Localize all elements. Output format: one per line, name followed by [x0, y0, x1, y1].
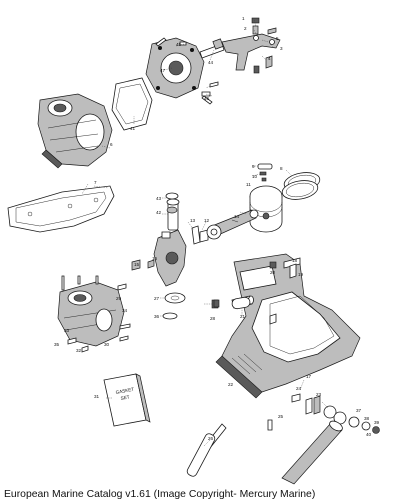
callout-32: 32: [76, 348, 82, 353]
callout-15: 15: [134, 262, 140, 267]
exhaust-housing: [215, 253, 361, 399]
callout-29: 29: [116, 296, 122, 301]
callout-6: 6: [110, 142, 113, 147]
callout-40: 40: [366, 432, 372, 437]
callout-34: 34: [122, 308, 128, 313]
gasket-set-box: GASKET SET: [103, 373, 151, 427]
callout-35: 35: [54, 342, 60, 347]
callout-30: 30: [104, 342, 110, 347]
callout-5: 5: [276, 36, 279, 41]
callout-23: 23: [316, 392, 322, 397]
callout-9: 9: [252, 164, 255, 169]
gasket-set-label-1: GASKET: [115, 386, 134, 395]
callout-14: 14: [234, 214, 240, 219]
callout-42: 42: [156, 210, 162, 215]
callout-12: 12: [204, 218, 210, 223]
callout-45: 45: [176, 42, 182, 47]
callout-20: 20: [270, 270, 276, 275]
callout-25: 25: [278, 414, 284, 419]
callout-44: 44: [208, 60, 214, 65]
callout-28: 28: [210, 316, 216, 321]
callout-22: 22: [228, 382, 234, 387]
callout-26: 26: [208, 436, 214, 441]
callout-7: 7: [94, 180, 97, 185]
long-tubes: [186, 420, 343, 485]
callout-41: 41: [130, 126, 136, 131]
cylinder-block: [37, 93, 113, 169]
cylinder-head-cover: [145, 37, 205, 99]
base-gasket: [7, 185, 115, 233]
washers-center: [162, 292, 186, 320]
connecting-rod: [206, 209, 259, 240]
callout-37: 37: [356, 408, 362, 413]
drive-shaft-parts: [267, 393, 380, 434]
spark-plug: [199, 38, 225, 59]
callout-33: 33: [64, 328, 70, 333]
callout-4: 4: [268, 56, 271, 61]
callout-27: 27: [154, 296, 160, 301]
piston-rings: [281, 172, 321, 200]
lower-crankcase-hardware: [61, 275, 131, 353]
piston: [249, 185, 283, 233]
callout-11: 11: [246, 182, 251, 187]
leader-lines: [81, 19, 329, 447]
callout-18: 18: [292, 258, 298, 263]
gasket-set-label-2: SET: [120, 394, 130, 401]
seal-and-bearings: [131, 192, 209, 271]
callout-3: 3: [280, 46, 283, 51]
image-caption: European Marine Catalog v1.61 (Image Cop…: [4, 489, 316, 500]
callout-43: 43: [156, 196, 162, 201]
callout-10: 10: [252, 174, 258, 179]
callout-31: 31: [94, 394, 100, 399]
callout-8: 8: [280, 166, 283, 171]
callout-13: 13: [190, 218, 196, 223]
wrist-pin-parts: [231, 163, 273, 223]
callout-39: 39: [374, 420, 380, 425]
callout-17: 17: [306, 374, 312, 379]
mounting-bracket: [221, 33, 281, 71]
cover-gasket: [111, 77, 153, 131]
callout-36: 36: [154, 314, 160, 319]
callout-38: 38: [364, 416, 370, 421]
callout-24: 24: [296, 386, 302, 391]
callout-labels: 1 2 3 4 5 6 7 8 9 10 11 12 13 14 15 16 1…: [54, 16, 380, 441]
callout-2: 2: [244, 26, 247, 31]
lower-crankcase: [57, 281, 125, 347]
callout-16: 16: [152, 256, 158, 261]
bolt-cluster-top: [155, 37, 213, 105]
callout-21: 21: [240, 314, 246, 319]
small-cylinder-part: [213, 296, 251, 310]
callout-46: 46: [204, 96, 210, 101]
callout-1: 1: [242, 16, 245, 21]
callout-19: 19: [298, 272, 304, 277]
callout-47: 47: [160, 68, 166, 73]
exploded-parts-diagram: GASKET SET 1 2 3 4 5 6 7 8 9 10 11 12 13…: [7, 16, 380, 485]
